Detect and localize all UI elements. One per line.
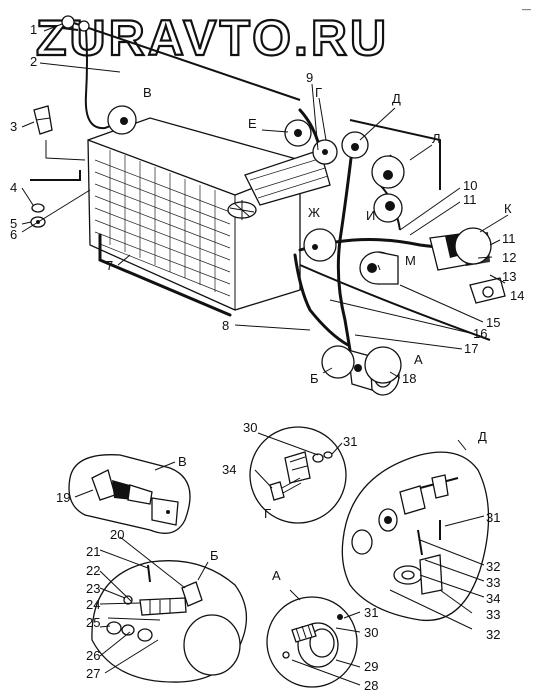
callout-4: 4	[10, 180, 17, 195]
callout-24: 24	[86, 597, 100, 612]
callout-28: 28	[364, 678, 378, 693]
callout-12: 12	[502, 250, 516, 265]
letter-v-detail: В	[178, 454, 187, 469]
letter-a-main: А	[414, 352, 423, 367]
letter-v-main: В	[143, 85, 152, 100]
corner-mark: —	[522, 4, 531, 14]
callout-25: 25	[86, 615, 100, 630]
callout-11b: 11	[502, 231, 516, 246]
callout-5: 5	[10, 216, 17, 231]
callout-8: 8	[222, 318, 229, 333]
letter-k-main: К	[504, 201, 512, 216]
letter-b-detail: Б	[210, 548, 219, 563]
callout-1: 1	[30, 22, 37, 37]
letter-g-main: Г	[315, 85, 322, 100]
fuel-tank	[87, 117, 331, 317]
detail-marker-a	[364, 346, 402, 384]
detail-v: 19 В	[56, 454, 191, 534]
detail-marker-e	[284, 119, 312, 147]
callout-15: 15	[486, 315, 500, 330]
callout-26: 26	[86, 648, 100, 663]
callout-3: 3	[10, 119, 17, 134]
tank-hatching	[94, 150, 231, 297]
callout-30-a: 30	[364, 625, 378, 640]
detail-a: А 31 30 29 28	[266, 568, 378, 693]
detail-g: 30 31 34 Г	[222, 420, 357, 524]
letter-a-detail: А	[272, 568, 281, 583]
detail-marker-zh	[303, 228, 337, 262]
top-fuel-line	[61, 15, 301, 130]
detail-marker-i	[373, 193, 403, 223]
filler-cap-icon	[227, 200, 257, 220]
callout-2: 2	[30, 54, 37, 69]
detail-d: Д 31 32 33 34 33 32	[341, 429, 500, 642]
callout-21-d: 31	[486, 510, 500, 525]
callout-16: 16	[473, 326, 487, 341]
callout-32: 32	[486, 627, 500, 642]
callout-6: 6	[10, 227, 17, 242]
letter-i-main: И	[366, 208, 375, 223]
callout-24-d: 33	[486, 575, 500, 590]
fuel-lines-right	[293, 108, 491, 352]
callout-7: 7	[106, 258, 113, 273]
callout-23-d: 32	[486, 559, 500, 574]
callout-22: 22	[86, 563, 100, 578]
main-assembly: 1 2 3 4 5 6 7 8 9 10 11 11 12 13 14 15 1…	[10, 15, 524, 396]
callout-17: 17	[464, 341, 478, 356]
callout-14: 14	[510, 288, 524, 303]
letter-m-main: М	[405, 253, 416, 268]
callout-31-g: 31	[343, 434, 357, 449]
letter-l-main: Л	[432, 131, 441, 146]
detail-marker-k	[454, 227, 492, 265]
detail-b: 20 21 22 23 24 25 26 27 Б	[86, 527, 248, 683]
watermark-text: ZURAVTO.RU	[36, 10, 389, 66]
callout-25-d: 34	[486, 591, 500, 606]
callout-11a: 11	[463, 192, 477, 207]
letter-d-main: Д	[392, 91, 401, 106]
callout-23: 23	[86, 581, 100, 596]
callout-30-g: 30	[243, 420, 257, 435]
fuel-filter	[359, 251, 399, 285]
detail-marker-g	[312, 139, 338, 165]
callout-20: 20	[110, 527, 124, 542]
callout-34: 34	[222, 462, 236, 477]
callout-18: 18	[402, 371, 416, 386]
callout-31-a: 31	[364, 605, 378, 620]
left-hardware	[30, 105, 86, 228]
callout-10: 10	[463, 178, 477, 193]
detail-marker-b	[321, 345, 355, 379]
callout-9: 9	[306, 70, 313, 85]
drain-bolt	[469, 277, 506, 304]
callout-27: 27	[86, 666, 100, 681]
letter-zh-main: Ж	[308, 205, 320, 220]
callout-19: 19	[56, 490, 70, 505]
detail-marker-l	[371, 155, 405, 189]
leader-lines-main	[21, 23, 509, 379]
letter-b-main: Б	[310, 371, 319, 386]
callout-33: 33	[486, 607, 500, 622]
letter-d-detail: Д	[478, 429, 487, 444]
callout-21: 21	[86, 544, 100, 559]
letter-e-main: Е	[248, 116, 257, 131]
callout-13: 13	[502, 269, 516, 284]
detail-marker-v	[107, 105, 137, 135]
callout-29: 29	[364, 659, 378, 674]
letter-g-detail: Г	[264, 506, 271, 521]
